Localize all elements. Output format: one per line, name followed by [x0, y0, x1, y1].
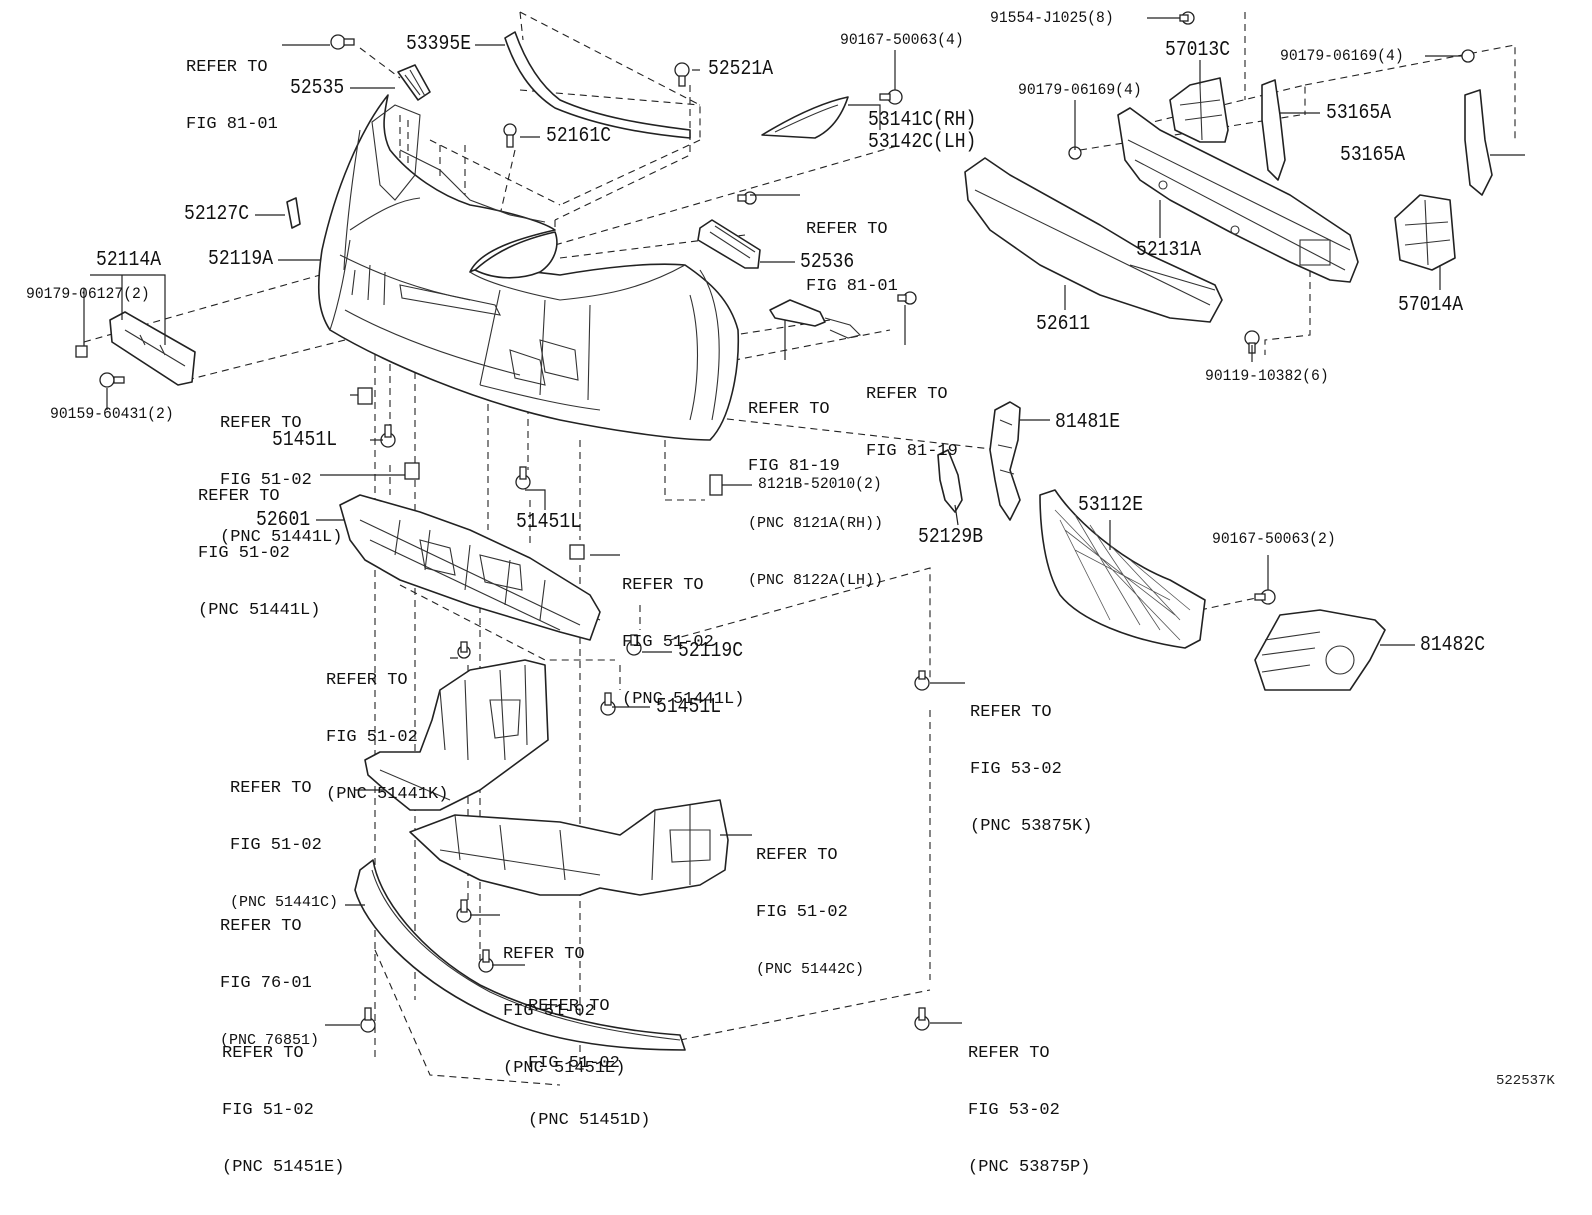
refer-fig-51-02-51441K: REFER TO FIG 51-02 (PNC 51441K) — [326, 671, 449, 804]
bracket-57014A — [1394, 194, 1456, 271]
headlight-garnish — [474, 231, 558, 279]
grille-53112E — [1039, 489, 1206, 649]
part-label-53112E: 53112E — [1078, 494, 1144, 517]
part-label-52536: 52536 — [800, 251, 855, 274]
leader-lines — [83, 17, 1525, 1026]
lower-spoiler — [354, 859, 686, 1051]
part-label-53395E: 53395E — [406, 33, 472, 56]
part-label-53165A-lower: 53165A — [1340, 144, 1406, 167]
refer-fig-81-19-pnc: REFER TO FIG 81-19 (PNC 8121A(RH)) (PNC … — [748, 400, 884, 589]
bracket-53165A-right — [1464, 89, 1493, 196]
part-label-90167-50063-4: 90167-50063(4) — [840, 31, 964, 49]
absorber-52611 — [964, 157, 1223, 323]
refer-fig-81-01-right: REFER TO FIG 81-01 — [806, 220, 898, 296]
exploded-parts-diagram — [75, 11, 1525, 1086]
part-label-57014A: 57014A — [1398, 294, 1464, 317]
fog-cover-81482C — [1254, 609, 1386, 691]
refer-fig-51-02-51451E-b: REFER TO FIG 51-02 (PNC 51451E) — [222, 1044, 345, 1177]
refer-fig-81-19: REFER TO FIG 81-19 — [866, 385, 958, 461]
bracket-52127C — [286, 197, 301, 229]
part-label-90159-60431: 90159-60431(2) — [50, 405, 174, 423]
part-label-51451L-lower: 51451L — [656, 696, 722, 719]
refer-fig-76-01-76851: REFER TO FIG 76-01 (PNC 76851) — [220, 917, 320, 1049]
lower-cover-right — [409, 799, 729, 896]
refer-fig-51-02-51451D: REFER TO FIG 51-02 (PNC 51451D) — [528, 997, 651, 1130]
part-label-90179-06169-left: 90179-06169(4) — [1018, 81, 1142, 99]
part-label-90179-06127: 90179-06127(2) — [26, 285, 150, 303]
part-label-57013C: 57013C — [1165, 39, 1231, 62]
support-52601 — [339, 494, 601, 641]
part-label-53141C: 53141C(RH) — [868, 109, 977, 132]
refer-fig-51-02-51451E-a: REFER TO FIG 51-02 (PNC 51451E) — [503, 945, 626, 1078]
part-label-52611: 52611 — [1036, 313, 1091, 336]
clip-90179-06127 — [75, 345, 88, 358]
refer-fig-51-02-51441L-c: REFER TO FIG 51-02 (PNC 51441L) — [622, 576, 745, 709]
part-label-52535: 52535 — [290, 77, 345, 100]
part-label-8121B-52010: 8121B-52010(2) — [758, 475, 882, 493]
bumper-inner-brackets — [371, 104, 546, 223]
bracket-53165A-left — [1261, 79, 1286, 181]
part-label-52119A: 52119A — [208, 248, 274, 271]
part-label-81481E: 81481E — [1055, 411, 1121, 434]
bumper-cover — [317, 94, 740, 441]
refer-fig-53-02-53875K: REFER TO FIG 53-02 (PNC 53875K) — [970, 703, 1093, 836]
part-label-52129B: 52129B — [918, 526, 984, 549]
retainer-52114A — [109, 311, 196, 386]
refer-fig-51-02-51441C: REFER TO FIG 51-02 (PNC 51441C) — [230, 779, 339, 911]
moulding-strip-53395E — [504, 31, 691, 139]
reinforcement-52131A — [1117, 107, 1359, 283]
refer-fig-81-01-top-left: REFER TO FIG 81-01 — [186, 58, 278, 134]
cover-52129B — [937, 449, 963, 513]
refer-fig-53-02-53875P: REFER TO FIG 53-02 (PNC 53875P) — [968, 1044, 1091, 1177]
part-label-52119C: 52119C — [678, 640, 744, 663]
labels-layer: 53395E 52535 52521A 52161C 52127C 52119A… — [26, 9, 1555, 1177]
part-label-52521A: 52521A — [708, 58, 774, 81]
part-label-52131A: 52131A — [1136, 239, 1202, 262]
bracket-81481E — [989, 401, 1021, 521]
part-label-52601: 52601 — [256, 509, 311, 532]
part-label-90119-10382: 90119-10382(6) — [1205, 367, 1329, 385]
part-label-51451L-middle: 51451L — [516, 511, 582, 534]
fog-lamp-bracket — [769, 299, 826, 327]
refer-fig-51-02-51441L-b: REFER TO FIG 51-02 (PNC 51441L) — [198, 487, 321, 620]
part-label-51451L-upper: 51451L — [272, 429, 338, 452]
figure-code: 522537K — [1496, 1073, 1555, 1089]
part-label-91554-J1025: 91554-J1025(8) — [990, 9, 1114, 27]
part-label-52127C: 52127C — [184, 203, 250, 226]
bracket-57013C — [1169, 77, 1229, 143]
part-label-81482C: 81482C — [1420, 634, 1486, 657]
part-label-52114A: 52114A — [96, 249, 162, 272]
part-label-53165A-upper: 53165A — [1326, 102, 1392, 125]
lower-cover-left — [364, 659, 549, 811]
refer-fig-51-02-51442C: REFER TO FIG 51-02 (PNC 51442C) — [756, 846, 865, 978]
part-label-52161C: 52161C — [546, 125, 612, 148]
part-label-90179-06169-right: 90179-06169(4) — [1280, 47, 1404, 65]
refer-fig-51-02-51441L-a: REFER TO FIG 51-02 (PNC 51441L) — [220, 414, 343, 547]
part-label-53142C: 53142C(LH) — [868, 131, 977, 154]
part-label-90167-50063-2: 90167-50063(2) — [1212, 530, 1336, 548]
